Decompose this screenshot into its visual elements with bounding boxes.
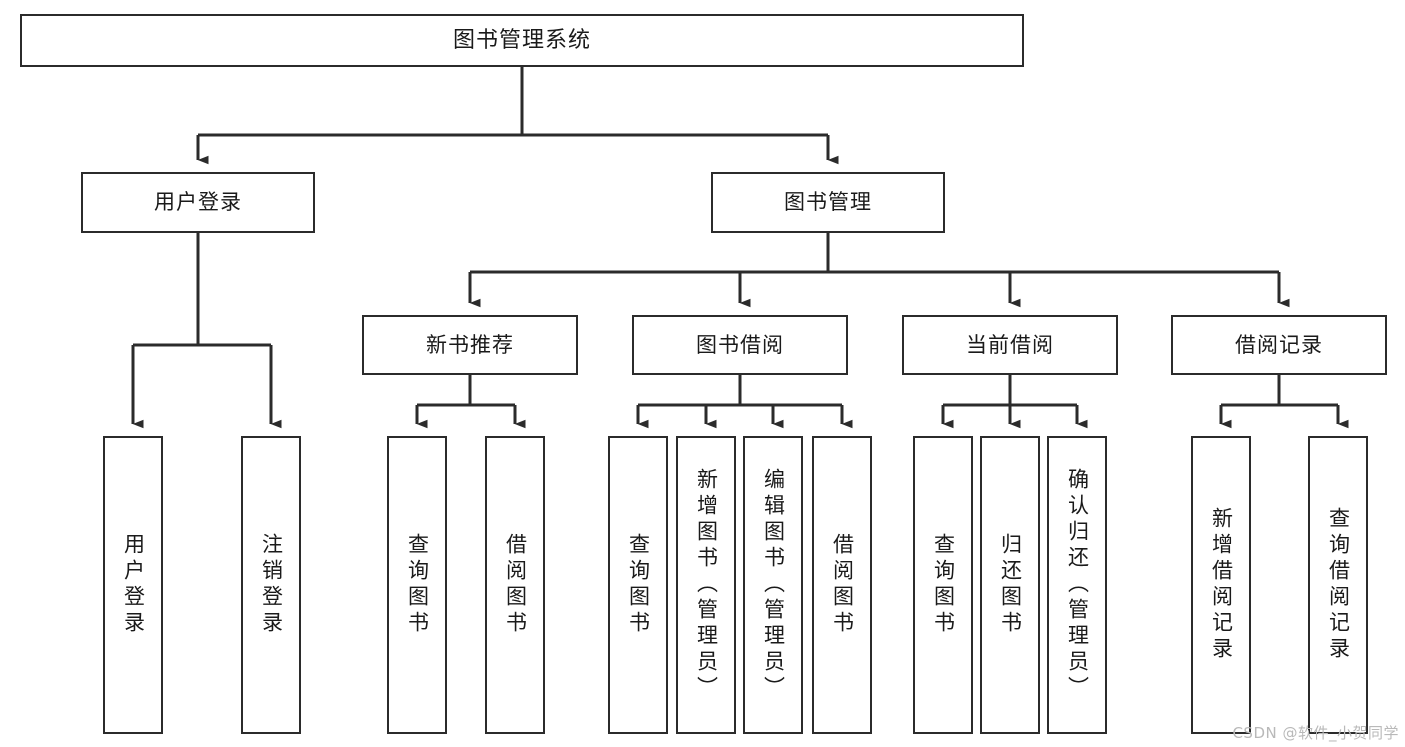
leaf-query-record[interactable]: 查询借阅记录 bbox=[1308, 436, 1368, 734]
leaf-borrow-book-1[interactable]: 借阅图书 bbox=[485, 436, 545, 734]
leaf-query-book-1[interactable]: 查询图书 bbox=[387, 436, 447, 734]
leaf-query-book-3[interactable]: 查询图书 bbox=[913, 436, 973, 734]
leaf-logout-login[interactable]: 注销登录 bbox=[241, 436, 301, 734]
node-current-borrow[interactable]: 当前借阅 bbox=[902, 315, 1118, 375]
leaf-query-book-2[interactable]: 查询图书 bbox=[608, 436, 668, 734]
node-borrow-record[interactable]: 借阅记录 bbox=[1171, 315, 1387, 375]
node-root[interactable]: 图书管理系统 bbox=[20, 14, 1024, 67]
node-new-book-rec[interactable]: 新书推荐 bbox=[362, 315, 578, 375]
leaf-user-login[interactable]: 用户登录 bbox=[103, 436, 163, 734]
leaf-return-book[interactable]: 归还图书 bbox=[980, 436, 1040, 734]
node-book-borrow[interactable]: 图书借阅 bbox=[632, 315, 848, 375]
leaf-borrow-book-2[interactable]: 借阅图书 bbox=[812, 436, 872, 734]
node-book-manage[interactable]: 图书管理 bbox=[711, 172, 945, 233]
leaf-add-book[interactable]: 新增图书（管理员） bbox=[676, 436, 736, 734]
leaf-add-record[interactable]: 新增借阅记录 bbox=[1191, 436, 1251, 734]
node-user-login[interactable]: 用户登录 bbox=[81, 172, 315, 233]
connector-lines bbox=[131, 67, 1349, 429]
leaf-edit-book[interactable]: 编辑图书（管理员） bbox=[743, 436, 803, 734]
leaf-confirm-return[interactable]: 确认归还（管理员） bbox=[1047, 436, 1107, 734]
